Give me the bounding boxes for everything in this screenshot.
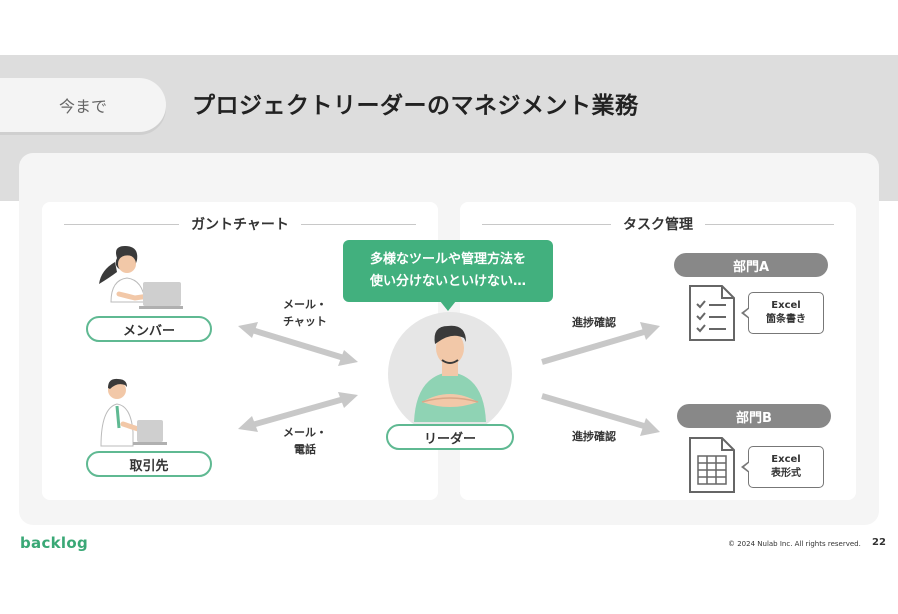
client-illustration [100, 378, 167, 447]
arrow-member-leader [238, 322, 358, 366]
left-section-title: ガントチャート [191, 217, 289, 233]
dept-a-label: 部門A [674, 253, 828, 277]
arrow-top-left-label-line2: チャット [283, 315, 327, 328]
client-label: 取引先 [86, 451, 212, 477]
dept-b-label: 部門B [677, 404, 831, 428]
arrow-bottom-right-label: 進捗確認 [572, 430, 616, 443]
dept-b-doc-callout: Excel 表形式 [741, 446, 824, 488]
dept-a-doc-title: Excel [771, 300, 801, 311]
tag-pill: 今まで [0, 78, 166, 132]
bubble-line-1: 多様なツールや管理方法を [369, 252, 526, 267]
arrow-top-right-label: 進捗確認 [572, 316, 616, 329]
backlog-logo: backlog [20, 534, 89, 552]
arrow-top-left-label-line1: メール・ [283, 298, 327, 311]
arrow-client-leader [238, 392, 358, 432]
dept-a-doc-sub: 箇条書き [766, 314, 806, 325]
left-section-header: ガントチャート [64, 214, 416, 234]
leader-avatar-circle [388, 312, 512, 436]
dept-a-doc-callout: Excel 箇条書き [741, 292, 824, 334]
spreadsheet-doc-icon [689, 437, 735, 493]
page-title: プロジェクトリーダーのマネジメント業務 [192, 93, 639, 119]
member-label: メンバー [86, 316, 212, 342]
arrow-bottom-left-label: メール・ 電話 [270, 424, 340, 458]
dept-b-doc-sub: 表形式 [771, 468, 801, 479]
arrow-bottom-left-label-line2: 電話 [294, 443, 316, 456]
leader-illustration [414, 325, 486, 422]
arrow-leader-dept-a [541, 322, 660, 365]
speech-bubble: 多様なツールや管理方法を 使い分けないといけない… [343, 240, 553, 311]
arrow-leader-dept-b [541, 393, 660, 436]
bubble-line-2: 使い分けないといけない… [369, 274, 526, 289]
copyright-text: © 2024 Nulab Inc. All rights reserved. [728, 540, 861, 548]
checklist-doc-icon [689, 285, 735, 341]
page-number: 22 [872, 537, 886, 548]
right-section-title: タスク管理 [623, 217, 693, 233]
right-section-header: タスク管理 [482, 214, 834, 234]
arrow-bottom-left-label-line1: メール・ [283, 426, 327, 439]
member-illustration [99, 246, 183, 309]
arrow-top-left-label: メール・ チャット [270, 296, 340, 330]
leader-label: リーダー [386, 424, 514, 450]
dept-b-doc-title: Excel [771, 454, 801, 465]
